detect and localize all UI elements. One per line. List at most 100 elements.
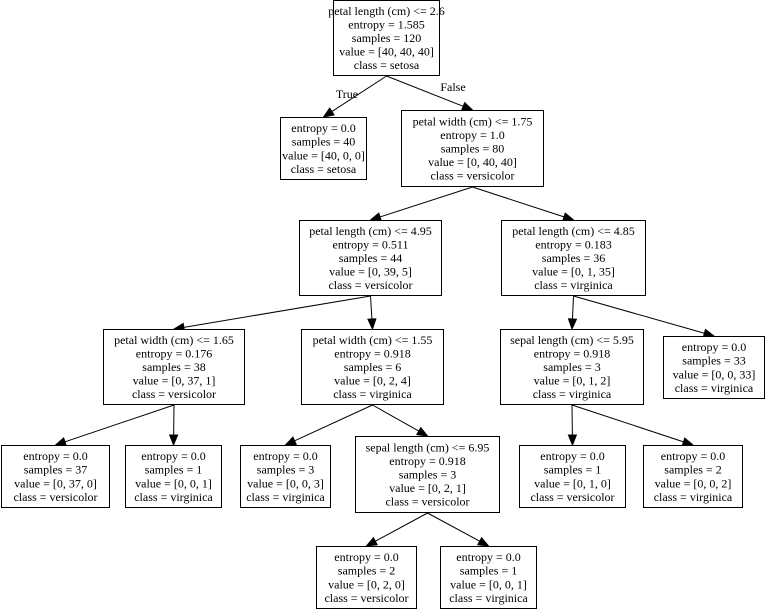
node-line: entropy = 0.0 — [253, 449, 317, 463]
node-line: class = virginica — [534, 278, 613, 292]
node-line: samples = 3 — [399, 468, 456, 482]
node-line: class = versicolor — [13, 490, 97, 504]
node-line: entropy = 0.0 — [540, 449, 604, 463]
node-box — [643, 445, 743, 508]
node-line: samples = 1 — [460, 564, 517, 578]
node-line: entropy = 1.0 — [440, 128, 504, 142]
edge-n3-to-n5 — [183, 295, 371, 328]
node-line: samples = 44 — [339, 251, 402, 265]
arrowhead-n4-to-n8 — [702, 328, 716, 338]
node-line: samples = 3 — [543, 360, 600, 374]
node-line: class = versicolor — [328, 278, 412, 292]
arrowhead-n5-to-n9 — [54, 437, 67, 447]
node-line: petal length (cm) <= 2.6 — [328, 4, 445, 18]
edge-n5-to-n9 — [64, 404, 175, 443]
node-line: samples = 80 — [441, 142, 504, 156]
node-line: sepal length (cm) <= 5.95 — [510, 333, 634, 347]
node-line: samples = 3 — [257, 463, 314, 477]
arrowhead-n6-to-n11 — [284, 436, 298, 446]
node-box — [1, 445, 110, 508]
node-line: value = [0, 2, 4] — [334, 374, 411, 388]
node-box — [280, 117, 367, 180]
node-line: samples = 33 — [682, 354, 745, 368]
node-line: entropy = 0.0 — [141, 449, 205, 463]
node-line: value = [0, 0, 2] — [655, 476, 732, 490]
node-line: samples = 1 — [145, 463, 202, 477]
node-box — [316, 546, 417, 609]
node-line: entropy = 0.0 — [456, 550, 520, 564]
node-line: entropy = 1.585 — [348, 17, 424, 31]
arrowhead-n4-to-n7 — [567, 318, 578, 331]
arrowhead-n2-to-n4 — [562, 212, 575, 222]
arrowhead-n2-to-n3 — [369, 212, 382, 222]
node-line: class = versicolor — [530, 490, 614, 504]
node-line: entropy = 0.0 — [23, 449, 87, 463]
arrowhead-n7-to-n13 — [567, 434, 578, 447]
edge-n4-to-n7 — [571, 295, 574, 320]
node-line: samples = 1 — [544, 463, 601, 477]
edge-n12-to-n16 — [427, 512, 480, 542]
edge-n6-to-n12 — [372, 404, 420, 432]
edge-n3-to-n6 — [370, 295, 373, 320]
node-line: samples = 120 — [352, 31, 421, 45]
node-line: petal length (cm) <= 4.95 — [309, 224, 432, 238]
node-box — [519, 445, 626, 508]
node-line: samples = 6 — [344, 360, 401, 374]
arrowhead-n12-to-n16 — [477, 536, 490, 547]
node-line: value = [0, 40, 40] — [428, 155, 517, 169]
edge-n2-to-n3 — [379, 186, 473, 218]
node-box — [501, 220, 646, 296]
node-line: value = [40, 40, 40] — [339, 45, 434, 59]
node-line: value = [0, 0, 3] — [247, 476, 324, 490]
node-line: class = virginica — [675, 381, 754, 395]
edge-label-false: False — [440, 80, 465, 94]
node-line: samples = 36 — [542, 251, 605, 265]
node-line: entropy = 0.0 — [334, 550, 398, 564]
node-line: class = virginica — [654, 490, 733, 504]
edge-n12-to-n15 — [375, 512, 428, 542]
node-line: petal width (cm) <= 1.75 — [413, 114, 533, 128]
node-box — [663, 336, 765, 399]
node-line: class = versicolor — [324, 591, 408, 605]
node-line: sepal length (cm) <= 6.95 — [366, 440, 490, 454]
node-box — [299, 220, 442, 296]
edge-n4-to-n8 — [573, 295, 705, 334]
node-line: entropy = 0.0 — [682, 340, 746, 354]
node-line: class = virginica — [533, 387, 612, 401]
node-line: samples = 2 — [664, 463, 721, 477]
node-line: petal width (cm) <= 1.65 — [114, 333, 234, 347]
edge-n6-to-n11 — [294, 404, 373, 442]
node-line: samples = 38 — [142, 360, 205, 374]
node-line: entropy = 0.918 — [534, 346, 610, 360]
node-line: class = virginica — [246, 490, 325, 504]
node-line: value = [0, 1, 0] — [534, 476, 611, 490]
edges-layer — [54, 75, 716, 547]
arrowhead-n7-to-n14 — [681, 437, 695, 447]
node-box — [103, 329, 245, 405]
node-line: entropy = 0.176 — [136, 346, 212, 360]
node-line: value = [0, 0, 1] — [450, 577, 527, 591]
arrowhead-n5-to-n10 — [168, 434, 179, 447]
node-line: entropy = 0.918 — [389, 454, 465, 468]
node-box — [301, 329, 444, 405]
node-line: value = [0, 1, 2] — [534, 374, 611, 388]
node-box — [240, 445, 331, 508]
node-box — [125, 445, 222, 508]
node-line: petal width (cm) <= 1.55 — [313, 333, 433, 347]
node-line: samples = 37 — [24, 463, 87, 477]
node-box — [440, 546, 537, 609]
